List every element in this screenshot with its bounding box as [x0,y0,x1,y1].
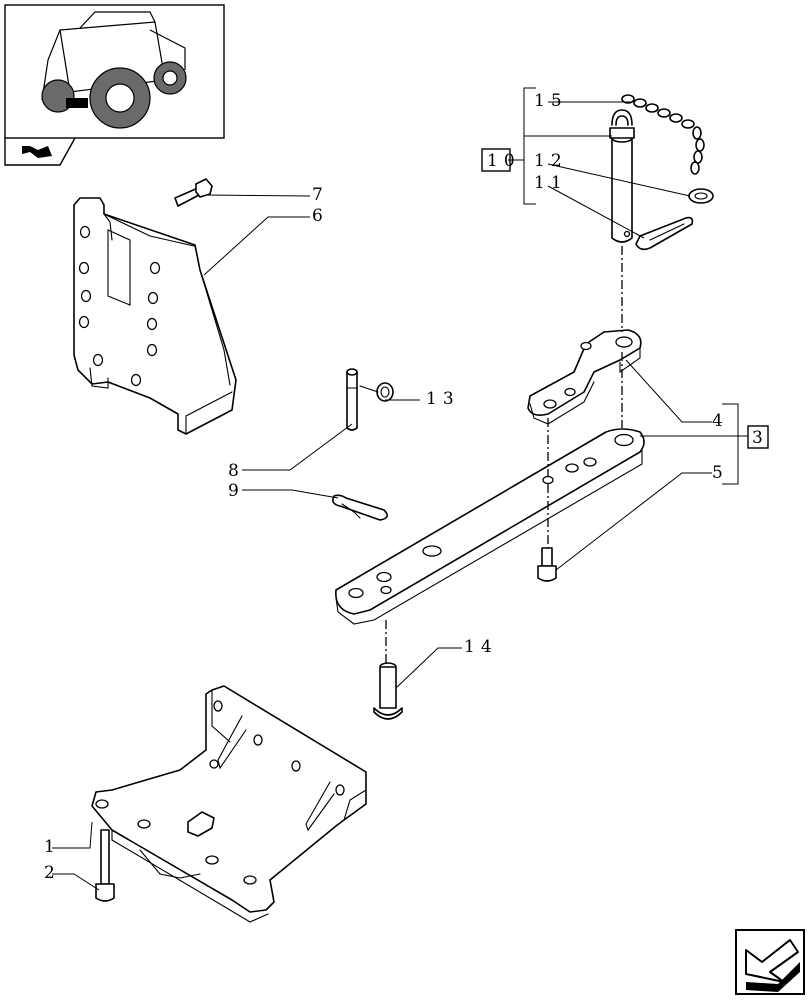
hitch-bracket-part1 [91,685,367,923]
label-5: 5 [712,463,729,483]
offset-link-part4 [527,329,642,425]
label-14: 14 [464,637,498,657]
assembly-center-lines [385,246,623,666]
direction-arrow-icon [22,146,52,158]
label-3: 3 [752,428,769,448]
ref-box-10 [481,148,511,172]
bracket-plate-part6 [73,197,237,435]
washer-part12 [688,188,714,204]
navigation-arrow-icon[interactable] [735,929,805,995]
callout-labels: 7 6 13 8 9 14 4 5 3 1 2 15 10 12 11 [44,91,769,883]
label-15: 15 [534,91,568,111]
ref-box-3 [747,425,769,449]
label-6: 6 [312,206,329,226]
label-4: 4 [712,411,729,431]
label-7: 7 [312,185,329,205]
label-8: 8 [228,461,245,481]
leader-lines [52,87,748,891]
bolt-part7 [174,178,213,207]
r-clip-part9 [332,494,388,521]
label-13: 13 [426,389,460,409]
label-1: 1 [44,837,61,857]
label-9: 9 [228,481,245,501]
top-pin-part10 [609,109,635,243]
chain-part15 [621,94,705,175]
tractor-thumbnail-icon [4,4,225,166]
linch-pin-part11 [635,216,694,251]
pin-part14 [373,662,403,720]
bolt-part5 [537,547,557,582]
label-12: 12 [534,151,568,171]
label-10: 10 [487,151,521,171]
label-11: 11 [534,173,568,193]
pin-part8 [346,368,358,431]
lower-link-bar-part3 [335,428,645,625]
bolt-part2 [95,829,115,902]
label-2: 2 [44,863,61,883]
ring-clip-part13 [359,382,394,402]
